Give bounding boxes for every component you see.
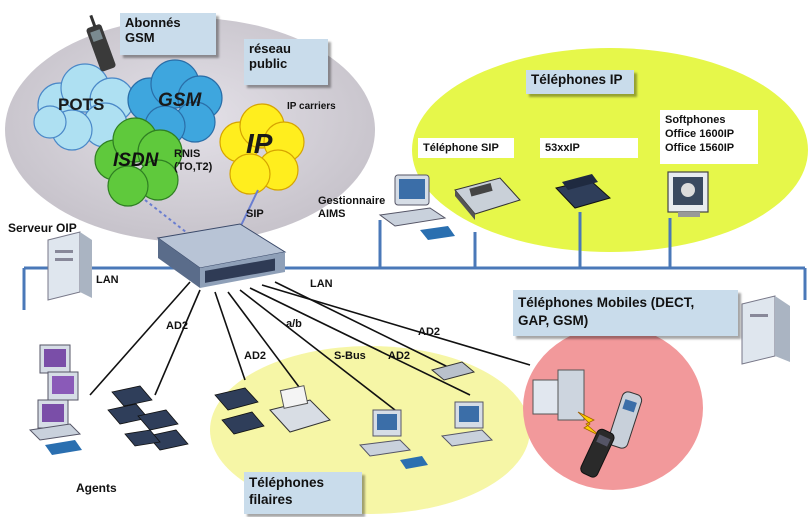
sip-label: SIP xyxy=(246,208,264,220)
ip-carriers-label: IP carriers xyxy=(287,101,336,112)
wired-workstation-2-icon xyxy=(440,401,494,447)
aims-workstation-icon xyxy=(378,174,455,240)
ip-switch-icon xyxy=(156,223,287,288)
wired-workstation-1-icon xyxy=(358,409,428,469)
wired-phones-title: Téléphones filaires xyxy=(244,472,362,514)
ip-label: IP xyxy=(246,128,273,159)
wired-line1: Téléphones xyxy=(249,475,325,490)
gestionnaire-line2: AIMS xyxy=(318,208,346,220)
gestionnaire-line1: Gestionnaire xyxy=(318,195,386,207)
abonnes-line2: GSM xyxy=(125,30,155,45)
ip-cloud xyxy=(219,103,305,195)
softphones-line1: Softphones xyxy=(665,114,726,126)
gsm-mobile-icon xyxy=(580,428,615,478)
mobile-line2: GAP, GSM) xyxy=(518,313,589,328)
rnis-line2: (TO,T2) xyxy=(174,161,213,173)
gestionnaire-label: Gestionnaire AIMS xyxy=(318,195,385,221)
rnis-line1: RNIS xyxy=(174,148,201,160)
reseau-public-title: réseau public xyxy=(244,39,328,85)
softphones-label: Softphones Office 1600IP Office 1560IP xyxy=(660,110,758,164)
ad2-label-3: AD2 xyxy=(388,350,411,362)
sbus-label: S-Bus xyxy=(334,350,366,362)
mobile-phones-ellipse xyxy=(523,326,703,490)
gsm-label: GSM xyxy=(158,90,202,111)
ad2-label-2: AD2 xyxy=(244,350,267,362)
sip-phone-icon xyxy=(454,177,521,220)
softphone-pc-icon xyxy=(667,171,709,217)
right-server-icon xyxy=(741,295,790,365)
reseau-line2: public xyxy=(249,56,288,71)
softphones-line3: Office 1560IP xyxy=(665,142,735,154)
lan-left-label: LAN xyxy=(96,274,119,286)
dect-base-station-icon xyxy=(532,369,585,421)
switch-links xyxy=(89,281,531,411)
lan-backbone xyxy=(22,212,807,310)
mobile-phones-title: Téléphones Mobiles (DECT, GAP, GSM) xyxy=(513,290,738,336)
softphones-line2: Office 1600IP xyxy=(665,128,735,140)
reseau-line1: réseau xyxy=(249,41,291,56)
abonnes-line1: Abonnés xyxy=(125,15,181,30)
ad2-label-1: AD2 xyxy=(166,320,189,332)
agents-workstations-icon xyxy=(28,344,82,455)
phone-53xx-label: 53xxIP xyxy=(540,138,638,158)
pots-cloud xyxy=(33,63,135,151)
agent-phones-icon xyxy=(107,385,189,451)
abonnes-gsm-title: Abonnés GSM xyxy=(120,13,216,55)
isdn-cloud xyxy=(94,117,183,207)
ad2-label-4: AD2 xyxy=(418,326,441,338)
wired-line2: filaires xyxy=(249,492,293,507)
sbus-adapter-icon xyxy=(430,361,476,381)
isdn-label: ISDN xyxy=(113,150,159,171)
mobile-line1: Téléphones Mobiles (DECT, xyxy=(518,295,695,310)
agents-label: Agents xyxy=(76,481,117,495)
wired-phone-1-icon xyxy=(214,387,265,435)
ip-phones-title: Téléphones IP xyxy=(526,70,634,94)
sip-phone-label: Téléphone SIP xyxy=(418,138,514,158)
fax-machine-icon xyxy=(269,385,331,433)
gsm-handset-icon xyxy=(86,14,116,72)
serveur-oip-label: Serveur OIP xyxy=(8,221,77,235)
dect-handset-icon xyxy=(607,391,643,449)
ab-label: a/b xyxy=(286,318,302,330)
phone-53xx-icon xyxy=(555,174,612,209)
lan-right-label: LAN xyxy=(310,278,333,290)
oip-server-icon xyxy=(47,231,92,301)
pots-label: POTS xyxy=(58,95,105,114)
rnis-label: RNIS (TO,T2) xyxy=(174,148,212,174)
